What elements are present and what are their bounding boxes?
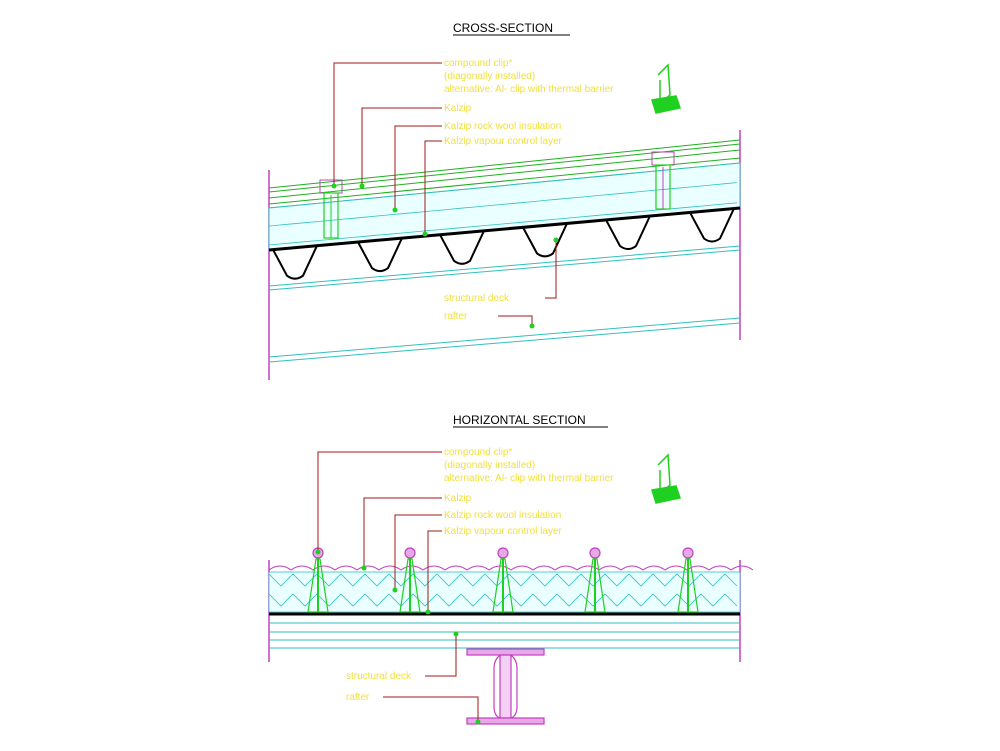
horizontal-section: HORIZONTAL SECTION bbox=[268, 413, 754, 725]
compound-clip-3 bbox=[492, 547, 514, 613]
label-diagonally-installed: (diagonally installed) bbox=[444, 71, 535, 82]
label-rock-wool: Kalzip rock wool insulation bbox=[444, 121, 561, 132]
compound-clip-2 bbox=[651, 151, 675, 210]
compound-clip-icon bbox=[651, 453, 681, 504]
compound-clip-5 bbox=[677, 547, 699, 613]
cross-section-leaders bbox=[333, 62, 557, 326]
label-vapour-control: Kalzip vapour control layer bbox=[444, 136, 563, 147]
steel-i-beam-icon bbox=[466, 648, 545, 725]
label-rafter: rafter bbox=[444, 311, 468, 322]
rock-wool-insulation bbox=[268, 571, 741, 613]
label-vapour-control: Kalzip vapour control layer bbox=[444, 526, 563, 537]
compound-clip-4 bbox=[584, 547, 606, 613]
label-alternative-clip: alternative: Al- clip with thermal barri… bbox=[444, 473, 614, 484]
compound-clip-icon bbox=[651, 63, 681, 114]
label-compound-clip: compound clip* bbox=[444, 58, 512, 69]
cross-section-title: CROSS-SECTION bbox=[453, 21, 553, 35]
insulation-wave-pattern bbox=[268, 182, 738, 246]
label-structural-deck: structural deck bbox=[444, 293, 510, 304]
kalzip-sheet bbox=[268, 565, 754, 571]
kalzip-sheet bbox=[268, 139, 741, 209]
compound-clips-row bbox=[307, 547, 699, 613]
horizontal-section-leader-dots bbox=[315, 549, 481, 725]
structural-deck-profile bbox=[268, 207, 741, 280]
label-alternative-clip: alternative: Al- clip with thermal barri… bbox=[444, 84, 614, 95]
label-kalzip: Kalzip bbox=[444, 493, 472, 504]
compound-clip-2 bbox=[399, 547, 421, 613]
label-diagonally-installed: (diagonally installed) bbox=[444, 460, 535, 471]
compound-clip-1 bbox=[307, 547, 329, 613]
horizontal-section-title: HORIZONTAL SECTION bbox=[453, 413, 586, 427]
structural-deck-lines bbox=[269, 622, 740, 649]
label-structural-deck: structural deck bbox=[346, 671, 412, 682]
rock-wool-insulation bbox=[268, 162, 741, 251]
compound-clip-1 bbox=[319, 179, 343, 239]
cross-section-leader-dots bbox=[331, 183, 559, 329]
label-rock-wool: Kalzip rock wool insulation bbox=[444, 510, 561, 521]
label-kalzip: Kalzip bbox=[444, 103, 472, 114]
label-rafter: rafter bbox=[346, 692, 370, 703]
horizontal-section-leaders bbox=[317, 451, 479, 722]
cross-section: CROSS-SECTION bbox=[268, 21, 741, 380]
rafter-lines bbox=[268, 245, 741, 363]
label-compound-clip: compound clip* bbox=[444, 447, 512, 458]
